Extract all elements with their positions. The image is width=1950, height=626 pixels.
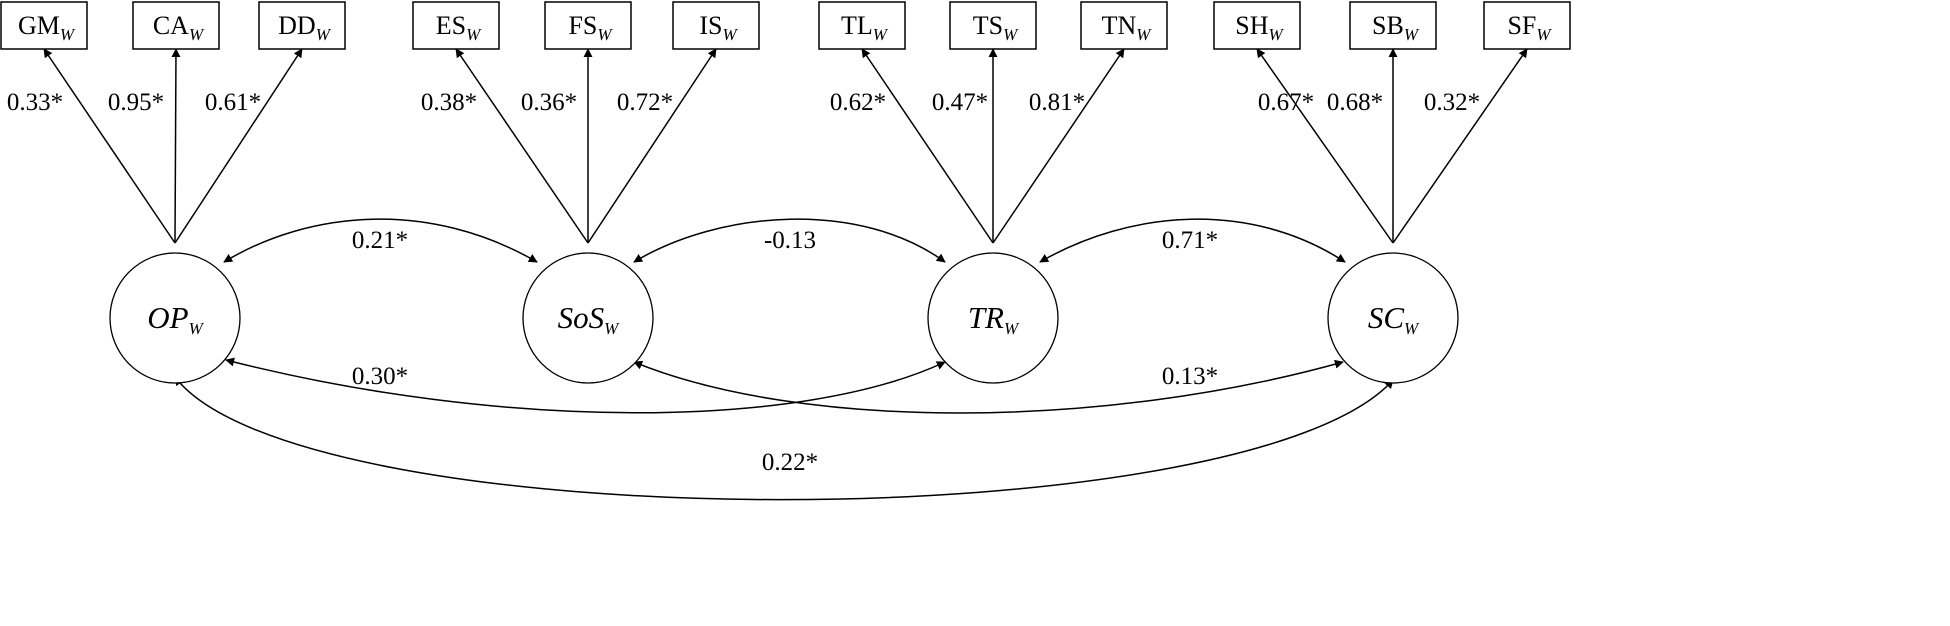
loading-value-ts: 0.47* <box>932 89 988 116</box>
indicator-box-ca <box>132 1 220 50</box>
label-main: TS <box>973 11 1003 40</box>
label-main: IS <box>699 11 722 40</box>
latent-circle-tr <box>927 252 1059 384</box>
correlation-value-op-sc: 0.22* <box>762 449 818 476</box>
label-subscript: W <box>1536 25 1552 44</box>
label-subscript: W <box>60 25 76 44</box>
indicator-label-is: ISW <box>699 11 738 44</box>
loading-arrow-gm <box>43 48 176 244</box>
loading-value-es: 0.38* <box>421 89 477 116</box>
loading-arrow-es <box>455 48 589 244</box>
indicator-box-is <box>672 1 760 50</box>
indicator-label-dd: DDW <box>278 11 332 44</box>
indicator-label-tn: TNW <box>1102 11 1153 44</box>
indicator-label-ca: CAW <box>153 11 205 44</box>
indicator-box-tn <box>1080 1 1168 50</box>
indicator-label-tl: TLW <box>841 11 889 44</box>
loading-value-sb: 0.68* <box>1327 89 1383 116</box>
indicator-label-sb: SBW <box>1372 11 1420 44</box>
loading-value-gm: 0.33* <box>7 89 63 116</box>
indicator-label-ts: TSW <box>973 11 1019 44</box>
loading-arrow-tl <box>861 48 994 244</box>
latent-circle-op <box>109 252 241 384</box>
indicator-label-gm: GMW <box>18 11 76 44</box>
indicator-box-es <box>412 1 500 50</box>
loading-value-tl: 0.62* <box>830 89 886 116</box>
label-subscript: W <box>1269 25 1285 44</box>
label-subscript: W <box>722 25 738 44</box>
loading-arrow-sf <box>1392 48 1528 244</box>
label-subscript: W <box>189 25 205 44</box>
indicator-box-gm <box>0 1 88 50</box>
paths-layer <box>43 48 1528 501</box>
indicator-box-sh <box>1213 1 1301 50</box>
indicator-box-sf <box>1483 1 1571 50</box>
label-main: GM <box>18 11 60 40</box>
correlation-value-op-tr: 0.30* <box>352 363 408 390</box>
latent-label-tr: TRW <box>968 300 1020 338</box>
label-main: ES <box>436 11 466 40</box>
label-main: OP <box>147 300 188 335</box>
loading-value-tn: 0.81* <box>1029 89 1085 116</box>
loading-arrow-tn <box>992 48 1125 244</box>
label-main: SH <box>1235 11 1268 40</box>
loading-value-is: 0.72* <box>617 89 673 116</box>
latent-circle-sos <box>522 252 654 384</box>
correlation-arrow-sos-tr <box>633 218 946 263</box>
label-subscript: W <box>1404 25 1420 44</box>
indicator-label-fs: FSW <box>568 11 613 44</box>
label-subscript: W <box>604 319 620 338</box>
label-subscript: W <box>316 25 332 44</box>
nodes-layer <box>0 1 1571 384</box>
label-main: SB <box>1372 11 1404 40</box>
indicator-label-sf: SFW <box>1507 11 1552 44</box>
label-main: FS <box>568 11 597 40</box>
label-main: SF <box>1507 11 1536 40</box>
loading-value-ca: 0.95* <box>108 89 164 116</box>
indicator-label-sh: SHW <box>1235 11 1284 44</box>
loading-arrow-sh <box>1256 48 1394 244</box>
label-subscript: W <box>1004 319 1020 338</box>
indicator-box-tl <box>818 1 906 50</box>
label-main: CA <box>153 11 189 40</box>
label-subscript: W <box>189 319 205 338</box>
label-main: SoS <box>558 300 605 335</box>
label-subscript: W <box>1136 25 1152 44</box>
label-subscript: W <box>466 25 482 44</box>
loading-value-sh: 0.67* <box>1258 89 1314 116</box>
label-main: SC <box>1368 300 1405 335</box>
loading-arrow-dd <box>174 48 303 244</box>
indicator-box-dd <box>258 1 346 50</box>
label-main: DD <box>278 11 316 40</box>
indicator-box-fs <box>544 1 632 50</box>
label-main: TR <box>968 300 1004 335</box>
latent-label-op: OPW <box>147 300 204 338</box>
correlation-value-tr-sc: 0.71* <box>1162 227 1218 254</box>
correlation-arrow-op-sos <box>223 218 538 263</box>
latent-label-sc: SCW <box>1368 300 1420 338</box>
latent-label-sos: SoSW <box>558 300 621 338</box>
correlation-arrow-tr-sc <box>1039 218 1346 263</box>
label-main: TL <box>841 11 873 40</box>
correlation-arrow-op-sc <box>174 376 1394 501</box>
indicator-label-es: ESW <box>436 11 482 44</box>
labels-layer: GMW0.33*CAW0.95*DDW0.61*ESW0.38*FSW0.36*… <box>7 11 1553 476</box>
label-main: TN <box>1102 11 1137 40</box>
loading-arrow-ca <box>171 48 181 244</box>
correlation-value-sos-sc: 0.13* <box>1162 363 1218 390</box>
indicator-box-sb <box>1349 1 1437 50</box>
loading-value-sf: 0.32* <box>1424 89 1480 116</box>
label-subscript: W <box>597 25 613 44</box>
loading-arrow-is <box>587 48 717 244</box>
correlation-value-sos-tr: -0.13 <box>764 227 816 254</box>
label-subscript: W <box>1404 319 1420 338</box>
correlation-value-op-sos: 0.21* <box>352 227 408 254</box>
latent-circle-sc <box>1327 252 1459 384</box>
label-subscript: W <box>873 25 889 44</box>
label-subscript: W <box>1003 25 1019 44</box>
indicator-box-ts <box>949 1 1037 50</box>
loading-value-dd: 0.61* <box>205 89 261 116</box>
loading-value-fs: 0.36* <box>521 89 577 116</box>
